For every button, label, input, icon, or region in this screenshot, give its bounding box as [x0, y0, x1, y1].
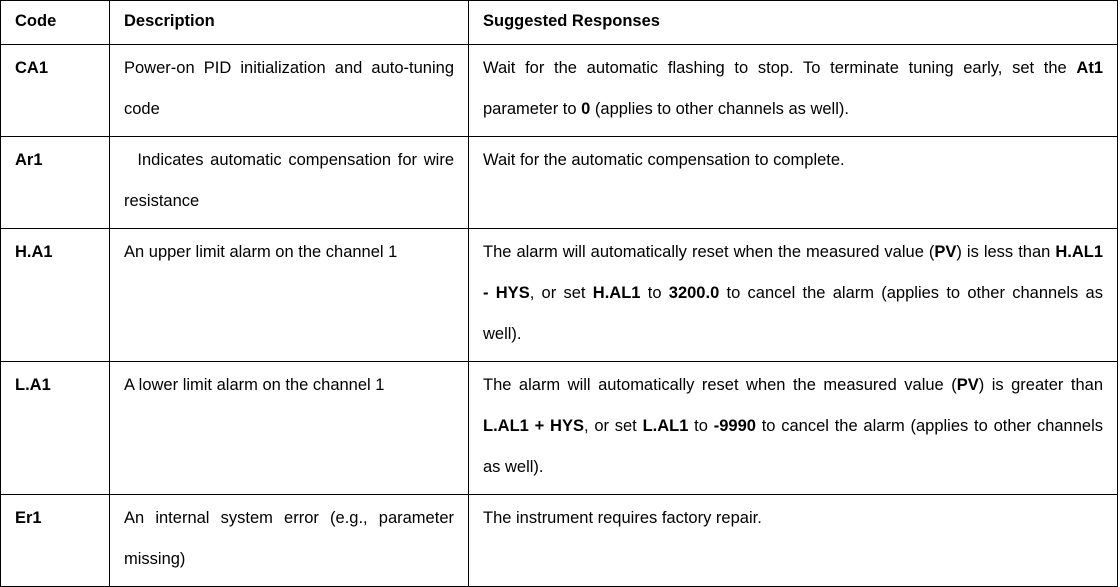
row-code: H.A1: [0, 228, 110, 362]
header-description: Description: [109, 0, 469, 45]
header-responses: Suggested Responses: [468, 0, 1118, 45]
row-code: CA1: [0, 44, 110, 137]
table-row: Er1 An internal system error (e.g., para…: [0, 494, 1118, 587]
row-description: A lower limit alarm on the channel 1: [109, 361, 469, 495]
row-code: Er1: [0, 494, 110, 587]
row-response: The instrument requires factory repair.: [468, 494, 1118, 587]
header-code: Code: [0, 0, 110, 45]
row-response: Wait for the automatic compensation to c…: [468, 136, 1118, 229]
row-response: Wait for the automatic flashing to stop.…: [468, 44, 1118, 137]
table-row: H.A1 An upper limit alarm on the channel…: [0, 228, 1118, 362]
row-description: Power-on PID initialization and auto-tun…: [109, 44, 469, 137]
row-description: Indicates automatic compensation for wir…: [109, 136, 469, 229]
row-description: An upper limit alarm on the channel 1: [109, 228, 469, 362]
table-row: CA1 Power-on PID initialization and auto…: [0, 44, 1118, 137]
row-description: An internal system error (e.g., paramete…: [109, 494, 469, 587]
table-row: L.A1 A lower limit alarm on the channel …: [0, 361, 1118, 495]
row-response: The alarm will automatically reset when …: [468, 361, 1118, 495]
row-code: L.A1: [0, 361, 110, 495]
row-code: Ar1: [0, 136, 110, 229]
row-response: The alarm will automatically reset when …: [468, 228, 1118, 362]
table-header-row: Code Description Suggested Responses: [0, 0, 1118, 45]
table-row: Ar1 Indicates automatic compensation for…: [0, 136, 1118, 229]
